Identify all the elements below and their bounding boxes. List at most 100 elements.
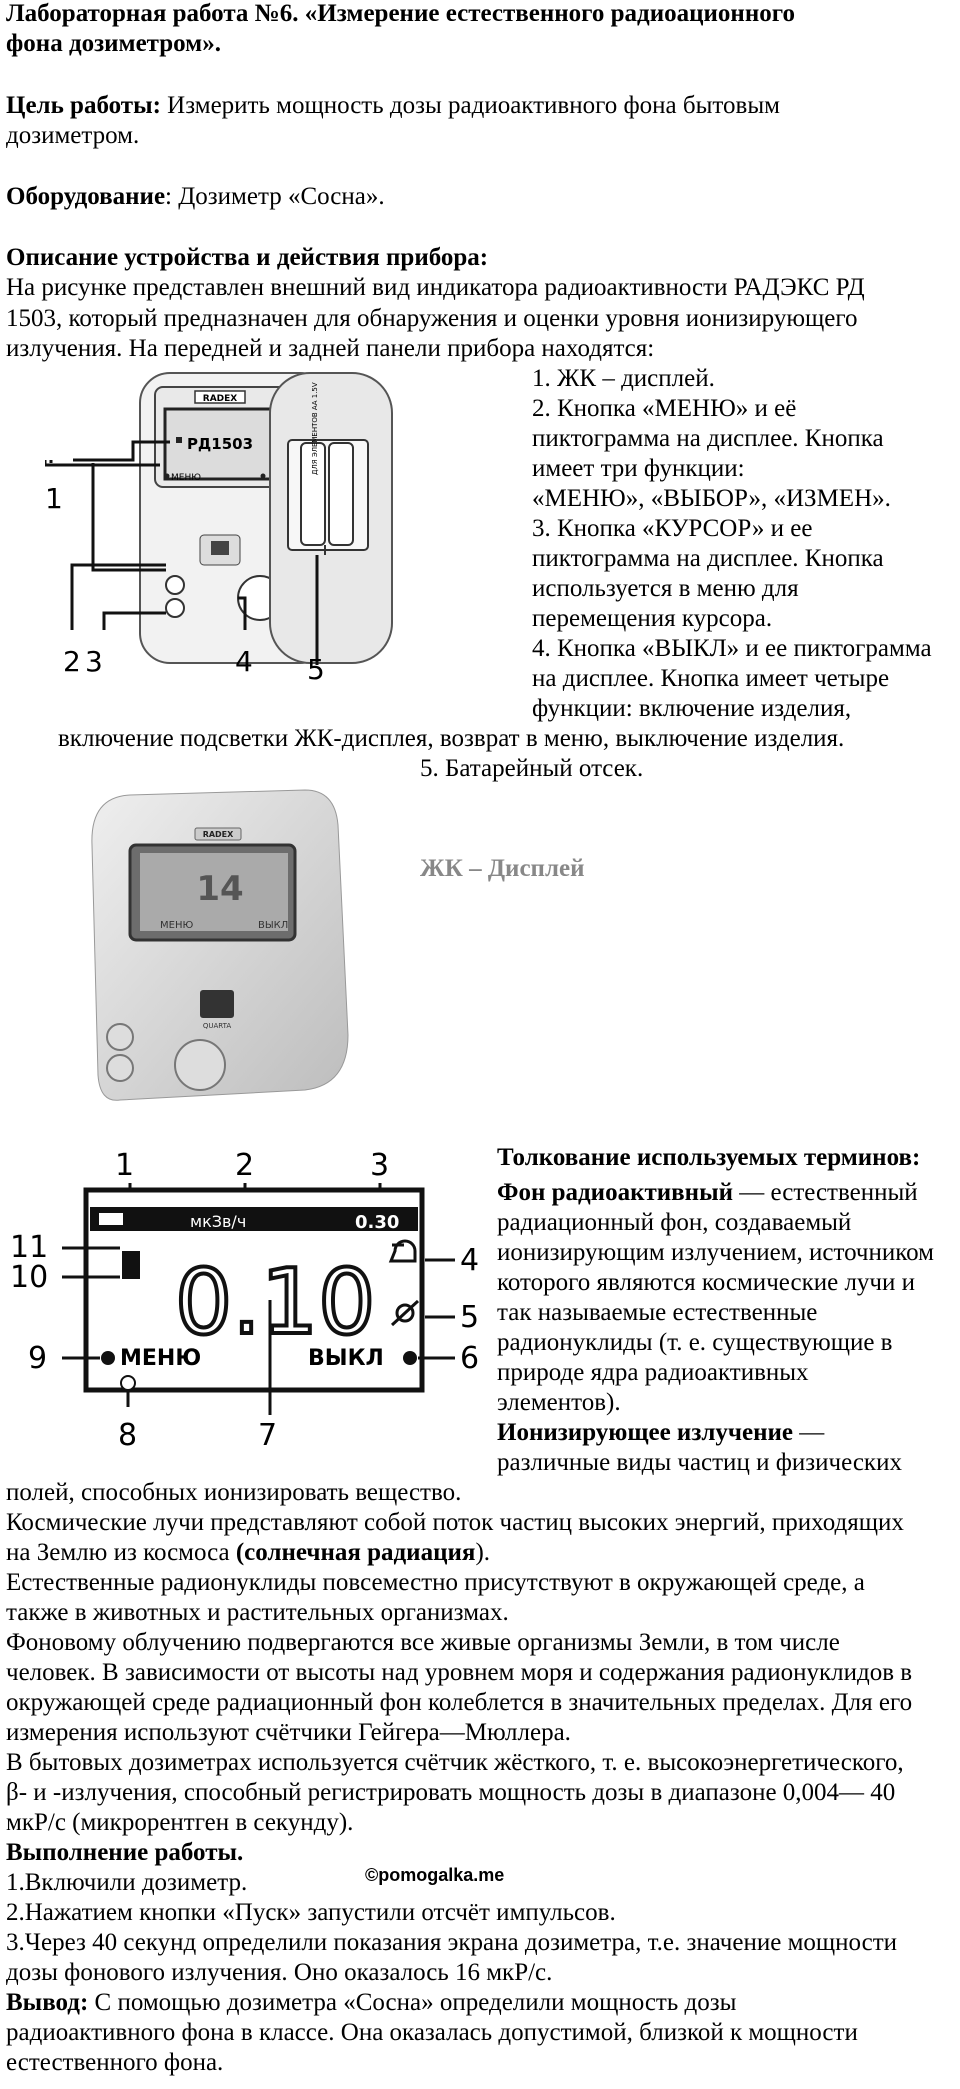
goal-text: Измерить мощность дозы радиоактивного фо…	[160, 92, 780, 119]
list-item-2: 2. Кнопка «МЕНЮ» и её	[532, 395, 797, 422]
term2: Ионизирующее излучение —	[497, 1418, 824, 1449]
list-item-text: пиктограмма на дисплее. Кнопка	[532, 545, 884, 572]
list-item-text: «МЕНЮ», «ВЫБОР», «ИЗМЕН».	[532, 485, 891, 512]
step-line: 3.Через 40 секунд определили показания э…	[6, 1929, 898, 1956]
callout-2: 2	[63, 645, 81, 678]
photo-brand: RADEX	[203, 830, 234, 839]
lcd-callout-2: 2	[235, 1148, 254, 1183]
photo-off-label: ВЫКЛ	[258, 920, 288, 931]
lcd-callout-9: 9	[28, 1341, 47, 1376]
lcd-callout-8: 8	[118, 1418, 137, 1453]
body-line: В бытовых дозиметрах используется счётчи…	[6, 1749, 904, 1776]
brand-label: RADEX	[203, 394, 238, 404]
lcd-callout-10: 10	[10, 1260, 48, 1295]
term1-line: так называемые естественные	[497, 1299, 818, 1326]
page-title-line2: фона дозиметром».	[6, 30, 221, 57]
body-line: Фоновому облучению подвергаются все живы…	[6, 1629, 840, 1656]
term1-line: элементов).	[497, 1389, 621, 1416]
term2-label: Ионизирующее излучение	[497, 1419, 794, 1446]
lcd-callout-1: 1	[115, 1148, 134, 1183]
device-photo: 14 МЕНЮ ВЫКЛ RADEX QUARTA	[91, 789, 349, 1101]
callout-5: 5	[307, 653, 325, 686]
list-item-text: перемещения курсора.	[532, 605, 773, 632]
term1-line: которого являются космические лучи и	[497, 1269, 916, 1296]
body-line: измерения используют счётчики Гейгера—Мю…	[6, 1719, 571, 1746]
term1: Фон радиоактивный — естественный	[497, 1178, 918, 1209]
equipment-text: : Дозиметр «Сосна».	[165, 183, 385, 210]
menu-label: МЕНЮ	[171, 473, 201, 483]
device-back: ДЛЯ ЭЛЕМЕНТОВ АА 1.5V	[269, 372, 393, 664]
solar-end: ).	[475, 1539, 491, 1566]
list-item-1: 1. ЖК – дисплей.	[532, 365, 715, 392]
list-item-text: пиктограмма на дисплее. Кнопка	[532, 425, 884, 452]
term1-label: Фон радиоактивный	[497, 1179, 733, 1206]
body-line: также в животных и растительных организм…	[6, 1599, 509, 1626]
watermark: ©pomogalka.me	[365, 1865, 505, 1885]
goal-label: Цель работы:	[6, 92, 161, 119]
description-line: излучения. На передней и задней панели п…	[6, 335, 655, 362]
description-line: На рисунке представлен внешний вид индик…	[6, 274, 865, 301]
lcd-callout-3: 3	[370, 1148, 389, 1183]
description-heading: Описание устройства и действия прибора:	[6, 244, 489, 271]
term1-line: ионизирующим излучением, источником	[497, 1239, 934, 1266]
equipment-label: Оборудование	[6, 183, 166, 210]
body-line: мкР/с (микрорентген в секунду).	[6, 1809, 354, 1836]
callout-4: 4	[235, 645, 253, 678]
conclusion-line: естественного фона.	[6, 2049, 224, 2076]
body-line: человек. В зависимости от высоты над уро…	[6, 1659, 913, 1686]
list-item-text: имеет три функции:	[532, 455, 745, 482]
term1-line: радиационный фон, создаваемый	[497, 1209, 852, 1236]
step-line: 1.Включили дозиметр.	[6, 1869, 248, 1896]
maker-label: QUARTA	[203, 1022, 232, 1030]
list-item-5: 5. Батарейный отсек.	[420, 755, 644, 782]
photo-menu-label: МЕНЮ	[160, 920, 193, 931]
lcd-callout-5: 5	[460, 1300, 479, 1335]
photo-digits: 14	[196, 869, 243, 909]
lcd-unit: мкЗв/ч	[190, 1212, 246, 1231]
lcd-caption: ЖК – Дисплей	[420, 855, 585, 882]
step-line: дозы фонового излучения. Оно оказалось 1…	[6, 1959, 553, 1986]
lcd-menu-label: МЕНЮ	[120, 1346, 201, 1371]
goal-paragraph: Цель работы: Измерить мощность дозы ради…	[6, 91, 780, 122]
body-line: Космические лучи представляют собой пото…	[6, 1509, 904, 1536]
conclusion-line: радиоактивного фона в классе. Она оказал…	[6, 2019, 858, 2046]
solar-radiation: (солнечная радиация	[235, 1539, 476, 1566]
lcd-callout-6: 6	[460, 1341, 479, 1376]
list-item-text: используется в меню для	[532, 575, 799, 602]
body-line: на Землю из космоса (солнечная радиация)…	[6, 1538, 490, 1569]
lcd-off-label: ВЫКЛ	[308, 1346, 384, 1371]
lcd-callout-4: 4	[460, 1243, 479, 1278]
term2-text: —	[793, 1419, 825, 1446]
body-line: полей, способных ионизировать вещество.	[6, 1479, 462, 1506]
list-item-text: функции: включение изделия,	[532, 695, 852, 722]
term2-line: различные виды частиц и физических	[497, 1449, 902, 1476]
goal-text-cont: дозиметром.	[6, 122, 140, 149]
list-item-4: 4. Кнопка «ВЫКЛ» и ее пиктограмма	[532, 635, 932, 662]
callout-3: 3	[85, 645, 103, 678]
lcd-callout-11: 11	[10, 1230, 48, 1265]
term1-text: — естественный	[733, 1179, 918, 1206]
conclusion-text: С помощью дозиметра «Сосна» определили м…	[88, 1989, 737, 2016]
body-line-text: на Землю из космоса	[6, 1539, 236, 1566]
list-item-text: на дисплее. Кнопка имеет четыре	[532, 665, 890, 692]
description-line: 1503, который предназначен для обнаружен…	[6, 305, 858, 332]
lcd-reading-small: 0.30	[355, 1212, 399, 1233]
device-diagram: RADEX РД1503 МЕНЮ ВЫКЛ ДЛЯ ЭЛЕМЕНТОВ АА …	[45, 372, 393, 686]
list-item-3: 3. Кнопка «КУРСОР» и ее	[532, 515, 813, 542]
equipment-paragraph: Оборудование: Дозиметр «Сосна».	[6, 182, 385, 213]
callout-1: 1	[45, 482, 63, 515]
work-heading: Выполнение работы.	[6, 1839, 244, 1866]
conclusion-label: Вывод:	[6, 1989, 89, 2016]
step-line: 2.Нажатием кнопки «Пуск» запустили отсчё…	[6, 1899, 616, 1926]
lcd-diagram: мкЗв/ч 0.30 0.10 МЕНЮ ВЫКЛ 1 2 3 4 5 6 7…	[10, 1148, 479, 1453]
terms-heading: Толкование используемых терминов:	[497, 1144, 921, 1171]
lcd-reading: 0.10	[175, 1250, 375, 1355]
term1-line: природе ядра радиоактивных	[497, 1359, 809, 1386]
lcd-callout-7: 7	[258, 1418, 277, 1453]
body-line: окружающей среде радиационный фон колебл…	[6, 1689, 913, 1716]
page-title-line1: Лабораторная работа №6. «Измерение естес…	[6, 0, 795, 27]
model-label: РД1503	[187, 435, 253, 453]
battery-text: ДЛЯ ЭЛЕМЕНТОВ АА 1.5V	[311, 382, 319, 475]
body-line: Естественные радионуклиды повсеместно пр…	[6, 1569, 865, 1596]
list-item-cont: включение подсветки ЖК-дисплея, возврат …	[58, 725, 845, 752]
